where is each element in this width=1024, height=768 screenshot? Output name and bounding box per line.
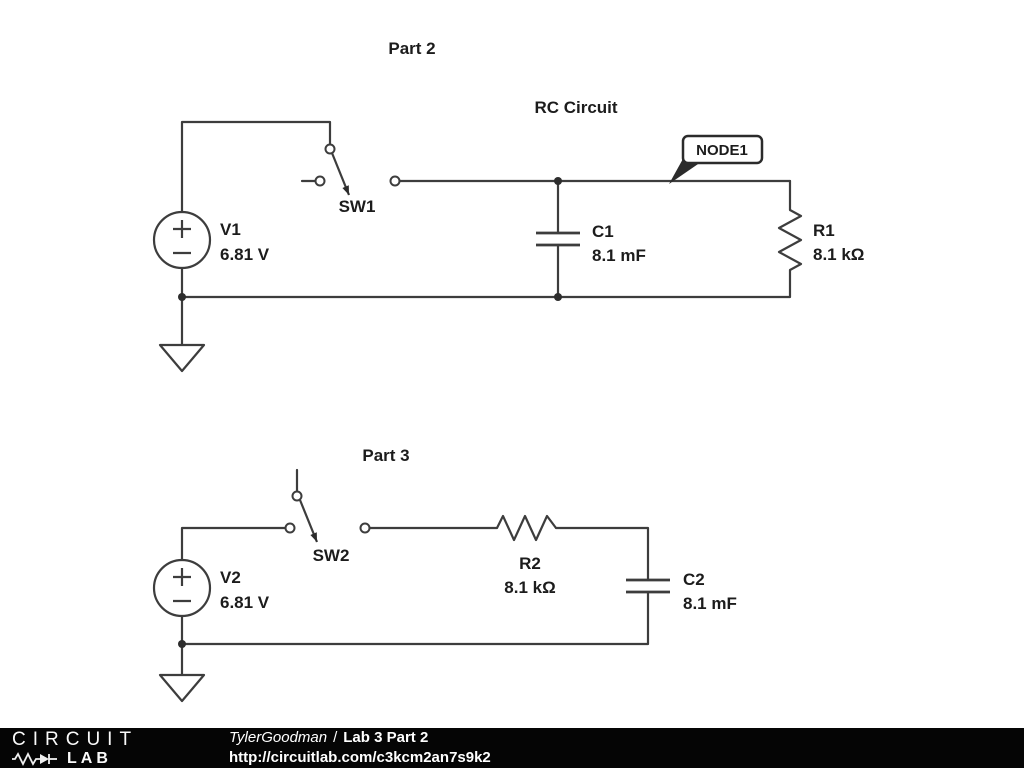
voltage-source-v1: V1 6.81 V [152,210,270,270]
r1-name: R1 [813,221,835,240]
node1-callout: NODE1 [669,134,764,184]
part2-title: Part 2 [388,39,435,58]
footer-author: TylerGoodman [229,729,328,746]
v2-value: 6.81 V [220,593,270,612]
part3-title: Part 3 [362,446,409,465]
c2-name: C2 [683,570,705,589]
part2-circuit: Part 2 RC Circuit V1 6.81 V SW1 [152,39,864,373]
node1-label: NODE1 [696,142,748,159]
wire-r2-to-c2 [554,526,650,582]
circuitlab-logo-lab: LAB [67,749,112,767]
voltage-source-v2: V2 6.81 V [152,558,270,618]
v1-value: 6.81 V [220,245,270,264]
footer-bar: CIRCUIT LAB TylerGoodman / Lab 3 Part 2 … [0,728,1024,768]
capacitor-c1: C1 8.1 mF [536,222,646,265]
r2-zigzag [496,514,557,542]
sw1-right-terminal [389,175,401,187]
junction-dot [178,640,186,648]
resistor-r2: R2 8.1 kΩ [496,514,557,597]
sw2-left-terminal [284,522,296,534]
resistor-diode-icon [12,751,57,766]
v2-body [152,558,212,618]
circuitlab-logo-wordmark: CIRCUIT [12,728,139,750]
wire-bottom-part2 [180,266,792,299]
ground-triangle-icon [158,343,206,373]
v2-name: V2 [220,568,241,587]
c2-value: 8.1 mF [683,594,737,613]
sw1-lever-arrow-icon [342,185,349,195]
v1-name: V1 [220,220,241,239]
junction-dot [554,177,562,185]
junction-dot [178,293,186,301]
sw2-name: SW2 [313,546,350,565]
sw2-throw-terminal [291,490,303,502]
sw2-right-terminal [359,522,371,534]
c1-name: C1 [592,222,614,241]
v1-body [152,210,212,270]
part2-subtitle: RC Circuit [534,98,617,117]
sw1-left-terminal [314,175,326,187]
v1-plus-icon [173,220,191,238]
ground-symbol-part2 [158,343,206,373]
footer-separator: / [333,729,338,746]
c1-value: 8.1 mF [592,246,646,265]
part3-circuit: Part 3 V2 6.81 V SW2 R2 8.1 [152,446,737,703]
resistor-r1: R1 8.1 kΩ [777,209,864,271]
ground-triangle-icon [158,673,206,703]
v2-plus-icon [173,568,191,586]
r2-name: R2 [519,554,541,573]
footer-url[interactable]: http://circuitlab.com/c3kcm2an7s9k2 [229,748,491,766]
wire-v1-to-sw1 [180,120,332,214]
schematic-canvas: Part 2 RC Circuit V1 6.81 V SW1 [152,39,865,703]
junction-dot [554,293,562,301]
sw1-name: SW1 [339,197,376,216]
ground-symbol-part3 [158,673,206,703]
switch-sw2: SW2 [284,490,371,565]
node1-box [681,134,764,165]
capacitor-c2: C2 8.1 mF [626,570,737,613]
r2-value: 8.1 kΩ [504,578,555,597]
circuitlab-logo: CIRCUIT LAB [12,730,207,767]
wire-bottom-part3 [180,590,650,646]
wire-v2-to-sw2 [180,526,292,562]
r1-value: 8.1 kΩ [813,245,864,264]
footer-project-title: Lab 3 Part 2 [343,729,429,746]
schematic-svg: Part 2 RC Circuit V1 6.81 V SW1 [152,39,864,703]
switch-sw1: SW1 [314,143,401,216]
footer-meta: TylerGoodman / Lab 3 Part 2 http://circu… [229,729,491,766]
sw2-lever-arrow-icon [310,532,317,542]
sw1-throw-terminal [324,143,336,155]
r1-zigzag [777,209,803,271]
